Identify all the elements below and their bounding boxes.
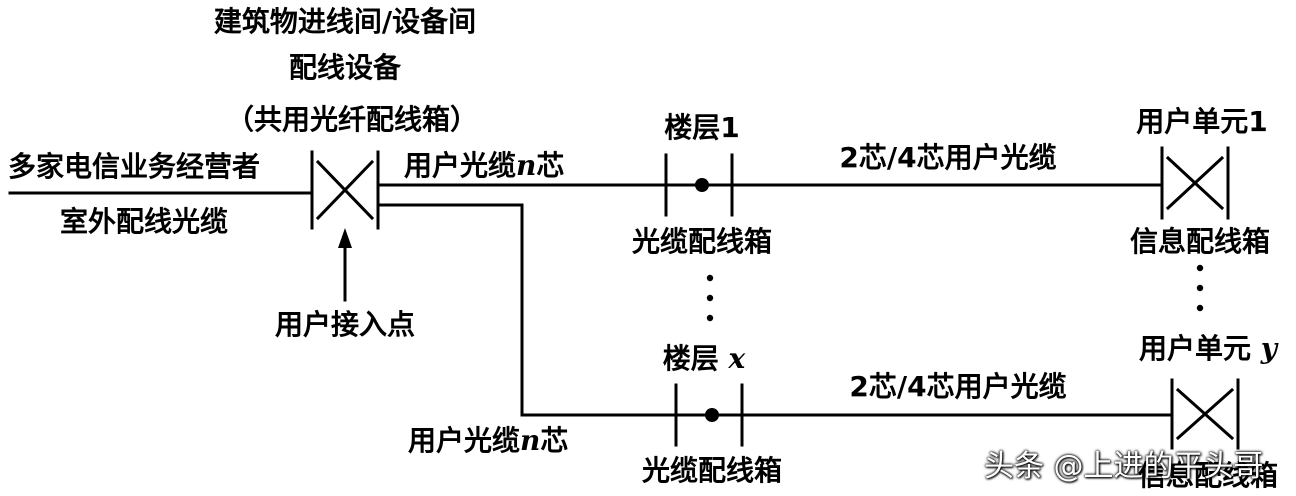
- user-cable-lower-label: 用户光缆n芯: [408, 424, 569, 457]
- core-cable-lower-label: 2芯/4芯用户光缆: [849, 370, 1067, 403]
- unit1-info-box: [1160, 146, 1230, 220]
- top-title-line2: 配线设备: [288, 51, 402, 84]
- watermark: 头条 @上进的平头哥: [984, 449, 1264, 484]
- unit1-info-box-label: 信息配线箱: [1129, 225, 1271, 258]
- top-title-line3: （共用光纤配线箱）: [225, 103, 479, 136]
- floor1-box-label: 光缆配线箱: [631, 225, 773, 258]
- floorx-cable-box: [674, 383, 744, 447]
- floor1-splice-dot: [695, 178, 709, 192]
- left-lower-label: 室外配线光缆: [60, 205, 229, 238]
- unity-info-box-label: 信息配线箱: [1137, 459, 1279, 492]
- floorx-box-label: 光缆配线箱: [641, 454, 783, 487]
- floor1-label: 楼层1: [664, 111, 740, 144]
- user-cable-upper-label: 用户光缆n芯: [404, 149, 565, 182]
- unit1-label: 用户单元1: [1136, 105, 1268, 138]
- left-upper-label: 多家电信业务经营者: [8, 150, 261, 183]
- core-cable-upper-label: 2芯/4芯用户光缆: [839, 141, 1057, 174]
- top-title-line1: 建筑物进线间/设备间: [213, 5, 477, 38]
- user-cable-lower-line: [376, 203, 1174, 417]
- floor1-cable-box: [664, 153, 734, 217]
- shared-fiber-box: [310, 150, 380, 230]
- access-point-arrow-head: [338, 228, 352, 248]
- floorx-label: 楼层 x: [662, 342, 746, 375]
- floorx-splice-dot: [705, 408, 719, 422]
- access-point-label: 用户接入点: [274, 308, 416, 341]
- unity-info-box: [1170, 378, 1240, 450]
- unit-ellipsis: [1196, 264, 1204, 312]
- unity-label: 用户单元 y: [1138, 332, 1278, 365]
- floor-ellipsis: [706, 274, 714, 322]
